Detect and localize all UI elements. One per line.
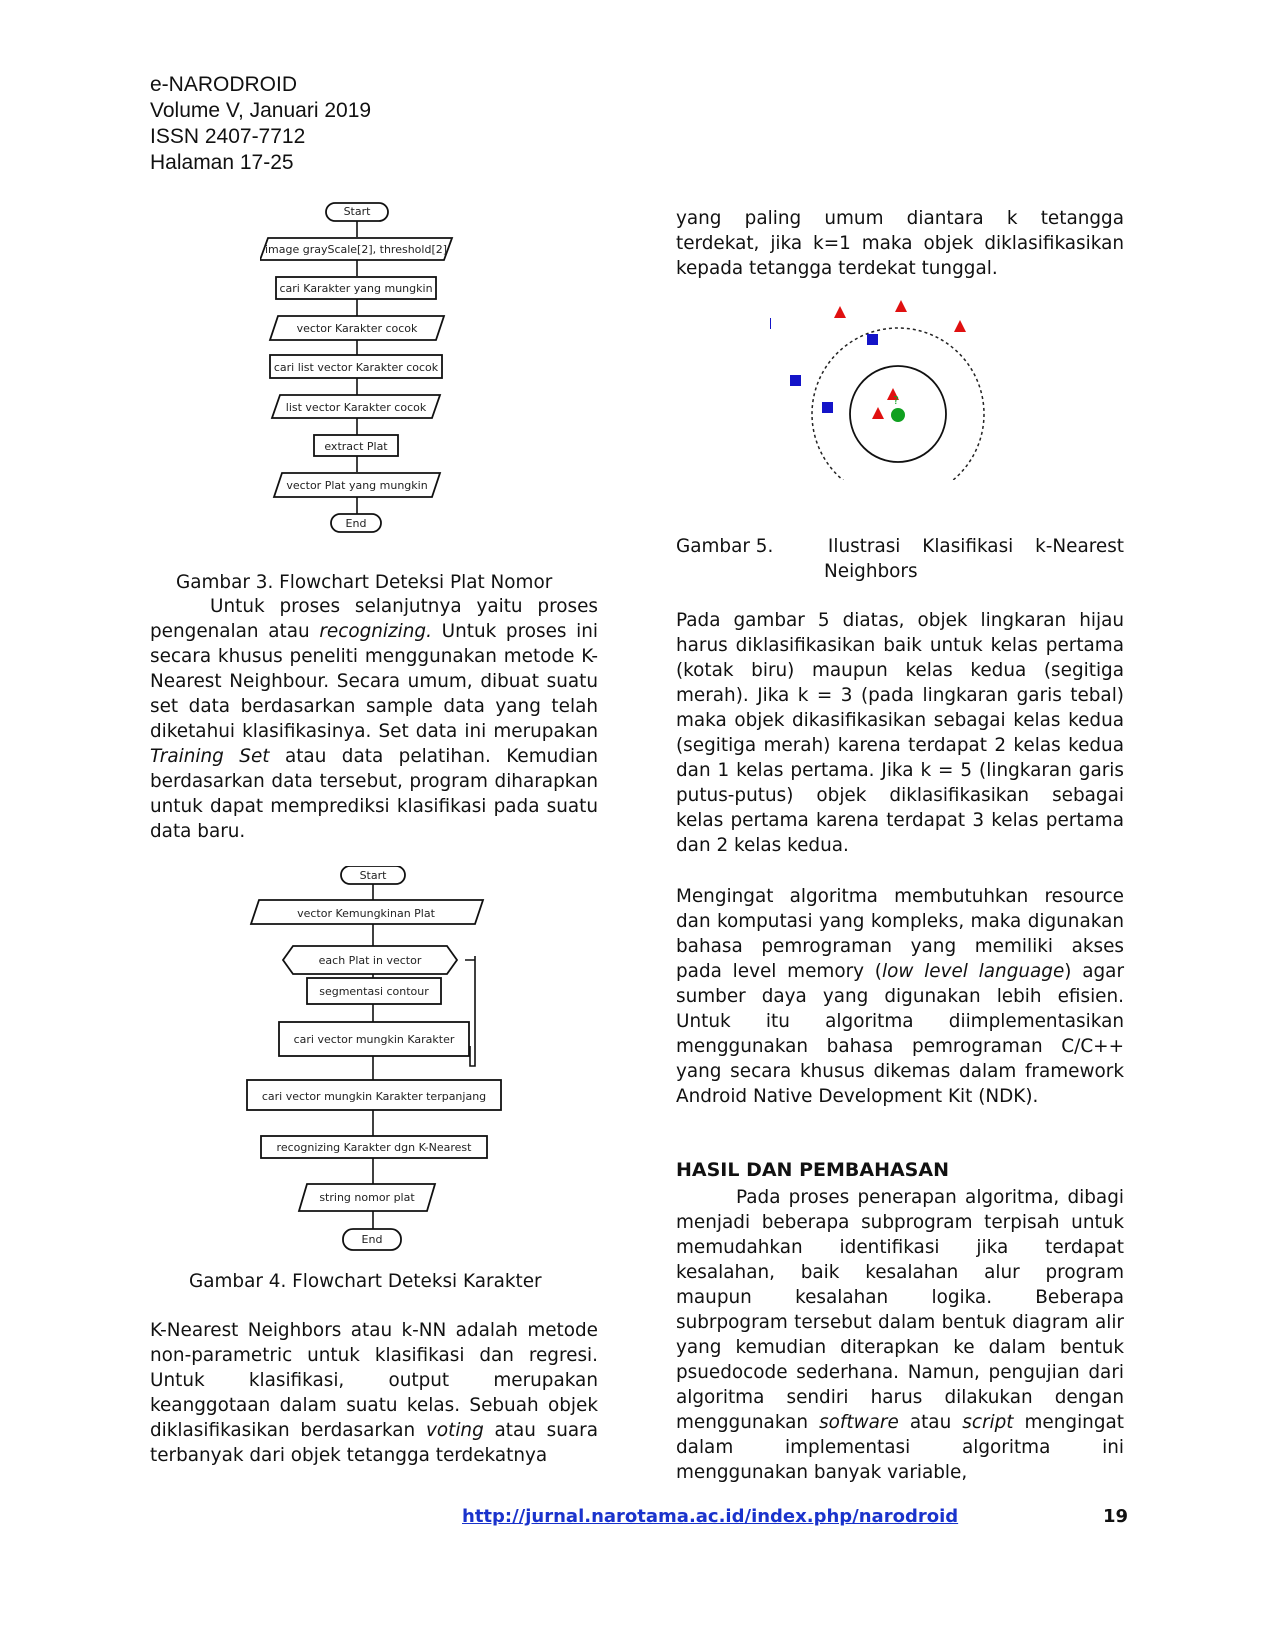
left-p1-em1: recognizing.: [319, 621, 432, 642]
fc4-output-label: string nomor plat: [319, 1191, 415, 1204]
fc3-io3-label: vector Plat yang mungkin: [286, 479, 427, 492]
fc3-process3-label: extract Plat: [324, 440, 388, 453]
fc3-process3: [313, 434, 399, 457]
fc3-io1: [268, 315, 446, 341]
fc4-process4-label: recognizing Karakter dgn K-Nearest: [277, 1141, 473, 1154]
red-triangle-3: [954, 320, 966, 332]
right-paragraph-1: yang paling umum diantara k tetangga ter…: [676, 206, 1124, 281]
figure5-title: Ilustrasi Klasifikasi k-Nearest: [827, 536, 1124, 557]
fc4-end-label: End: [362, 1233, 383, 1246]
fc4-loop-label: each Plat in vector: [319, 954, 422, 967]
left-p1-text1: Untuk proses selanjutnya yaitu proses pe…: [150, 596, 598, 642]
right-p4-text2: atau: [898, 1412, 963, 1433]
right-p4-text3: mengingat dalam implementasi algoritma i…: [676, 1412, 1124, 1483]
fc3-input-label: image grayScale[2], threshold[2]: [265, 243, 447, 256]
fc3-end: [330, 513, 382, 533]
right-p4-em2: script: [962, 1412, 1014, 1433]
fc3-start-label: Start: [344, 205, 372, 218]
right-p3-text2: ) agar sumber daya yang digunakan lebih …: [676, 961, 1125, 1107]
right-paragraph-4: Pada proses penerapan algoritma, dibagi …: [676, 1185, 1124, 1485]
figure4-flowchart: Start vector Kemungkinan Plat each Plat …: [246, 866, 502, 1251]
fc4-process1: [306, 977, 442, 1005]
fc3-io2-label: list vector Karakter cocok: [286, 401, 427, 414]
fc3-process2-label: cari list vector Karakter cocok: [274, 361, 439, 374]
fc4-process2: [278, 1021, 470, 1057]
fc4-process1-label: segmentasi contour: [319, 985, 429, 998]
right-p2-text: Pada gambar 5 diatas, objek lingkaran hi…: [676, 610, 1124, 856]
figure5-knn-illustration: ?: [770, 300, 985, 480]
fc4-output: [297, 1183, 437, 1212]
fc4-start-label: Start: [360, 869, 388, 882]
fc4-input: [249, 899, 485, 925]
blue-square-1: [770, 318, 771, 329]
right-paragraph-2: Pada gambar 5 diatas, objek lingkaran hi…: [676, 608, 1124, 858]
figure4-caption: Gambar 4. Flowchart Deteksi Karakter: [189, 1271, 542, 1292]
left-paragraph-2: K-Nearest Neighbors atau k-NN adalah met…: [150, 1318, 598, 1468]
left-p1-text3: atau data pelatihan. Kemudian berdasarka…: [150, 746, 598, 842]
right-p4-text1: Pada proses penerapan algoritma, dibagi …: [676, 1187, 1124, 1433]
fc4-start: [340, 866, 406, 885]
k5-dashed-circle: [811, 327, 985, 480]
figure3-caption: Gambar 3. Flowchart Deteksi Plat Nomor: [176, 572, 553, 593]
fc3-start: [325, 202, 389, 222]
query-point-green-circle: [891, 408, 905, 422]
fc3-process2: [269, 354, 443, 379]
fc3-io1-label: vector Karakter cocok: [297, 322, 418, 335]
blue-square-6: [822, 402, 833, 413]
blue-square-2: [867, 334, 878, 345]
left-p2-em1: voting: [425, 1420, 484, 1441]
journal-url-link[interactable]: http://jurnal.narotama.ac.id/index.php/n…: [462, 1506, 959, 1527]
journal-issn: ISSN 2407-7712: [150, 125, 306, 148]
journal-name: e-NARODROID: [150, 73, 298, 96]
fc3-input: [260, 237, 454, 261]
page-number: 19: [1103, 1506, 1129, 1527]
right-p1-text: yang paling umum diantara k tetangga ter…: [676, 208, 1124, 279]
fc4-process4: [260, 1135, 488, 1159]
journal-header: e-NARODROID Volume V, Januari 2019 ISSN …: [150, 72, 371, 176]
fc4-process3: [246, 1079, 502, 1111]
k3-solid-circle: [849, 365, 947, 463]
fc3-process1-label: cari Karakter yang mungkin: [279, 282, 432, 295]
fc4-loop: [281, 945, 459, 975]
left-p1-text2: Untuk proses ini secara khusus peneliti …: [150, 621, 598, 742]
right-p3-em1: low level language: [881, 961, 1065, 982]
fc4-process2-label: cari vector mungkin Karakter: [294, 1033, 455, 1046]
red-triangle-5: [872, 407, 884, 419]
fc3-io3: [272, 472, 442, 498]
red-triangle-4: [887, 388, 899, 400]
left-p2-text1: K-Nearest Neighbors atau k-NN adalah met…: [150, 1320, 598, 1441]
blue-square-4: [790, 375, 801, 386]
figure3-flowchart: Start image grayScale[2], threshold[2] c…: [260, 202, 454, 533]
figure5-title-line2: Neighbors: [824, 561, 918, 582]
left-p2-text2: atau suara terbanyak dari objek tetangga…: [150, 1420, 599, 1466]
figure5-label: Gambar 5.: [676, 536, 774, 557]
journal-pages: Halaman 17-25: [150, 151, 294, 174]
fc3-process1: [275, 276, 437, 300]
figure5-caption: Gambar 5. Ilustrasi Klasifikasi k-Neares…: [676, 534, 1124, 584]
left-p1-em2: Training Set: [150, 746, 270, 767]
section-heading: HASIL DAN PEMBAHASAN: [676, 1159, 949, 1181]
journal-volume: Volume V, Januari 2019: [150, 99, 372, 122]
fc4-input-label: vector Kemungkinan Plat: [297, 907, 435, 920]
fc4-end: [342, 1228, 402, 1251]
right-p4-em1: software: [819, 1412, 899, 1433]
left-paragraph-1: Untuk proses selanjutnya yaitu proses pe…: [150, 594, 598, 844]
right-paragraph-3: Mengingat algoritma membutuhkan resource…: [676, 884, 1124, 1109]
red-triangle-2: [895, 300, 907, 312]
fc3-end-label: End: [346, 517, 367, 530]
fc3-io2: [270, 394, 442, 419]
query-question-mark: ?: [893, 394, 899, 407]
right-p3-text1: Mengingat algoritma membutuhkan resource…: [676, 886, 1124, 982]
fc4-process3-label: cari vector mungkin Karakter terpanjang: [262, 1090, 486, 1103]
red-triangle-1: [834, 306, 846, 318]
